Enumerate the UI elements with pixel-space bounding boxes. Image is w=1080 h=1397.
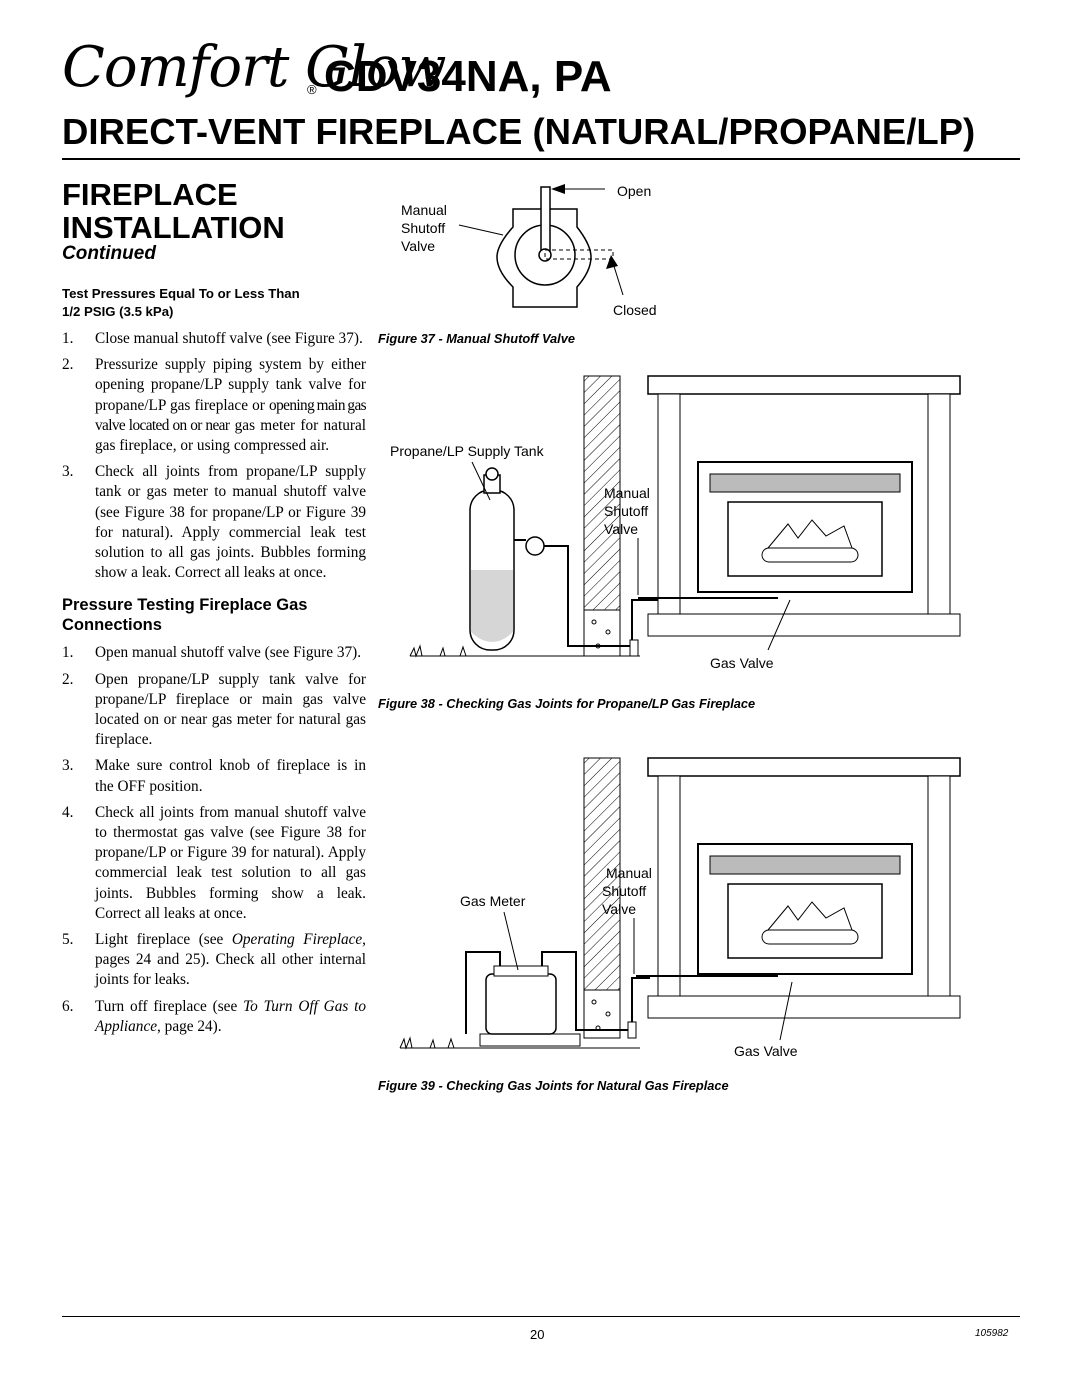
tank-liquid xyxy=(471,570,513,642)
leader-line xyxy=(471,461,491,501)
registered-mark: ® xyxy=(307,82,317,97)
mantel-shelf xyxy=(647,375,961,395)
footer-divider xyxy=(62,1316,1020,1317)
valve-label-line1: Manual xyxy=(606,865,652,881)
test-pressures-steps: 1. Close manual shutoff valve (see Figur… xyxy=(62,329,367,583)
cross-reference: To Turn Off Gas to Appliance xyxy=(95,997,366,1035)
pipe-fitting xyxy=(629,639,639,657)
figure-37-manual-shutoff-valve: Manual Shutoff Valve Open Closed Figure … xyxy=(378,175,685,346)
leader-line xyxy=(779,981,793,1041)
open-arrow-head xyxy=(551,184,565,194)
supply-piping xyxy=(465,951,650,1034)
valve-label-line1: Manual xyxy=(604,485,650,501)
valve-label-line1: Manual xyxy=(401,202,447,218)
gas-meter-label: Gas Meter xyxy=(460,893,526,909)
mantel-right-pilaster xyxy=(927,775,951,997)
list-item: 5. Light fireplace (see Operating Firepl… xyxy=(62,931,366,989)
aggregate-mark xyxy=(605,1011,611,1017)
pressure-testing-steps: 1. Open manual shutoff valve (see Figure… xyxy=(62,643,366,1037)
figure-39-natural-gas-fireplace: Gas Meter Manual Shutoff Valve Gas Valve… xyxy=(378,752,980,1093)
leader-line xyxy=(503,911,519,971)
open-label: Open xyxy=(617,183,651,199)
log-grate xyxy=(761,547,859,563)
figure-39-caption: Figure 39 - Checking Gas Joints for Natu… xyxy=(378,1078,729,1093)
list-item: 1. Close manual shutoff valve (see Figur… xyxy=(62,330,363,347)
valve-label-line3: Valve xyxy=(401,238,435,254)
fireplace-louver xyxy=(709,473,901,493)
brand-row: Comfort Glow ® CDV34NA, PA xyxy=(62,30,762,110)
gas-valve-label: Gas Valve xyxy=(734,1043,798,1059)
aggregate-mark xyxy=(605,629,611,635)
valve-handle-closed xyxy=(544,249,614,260)
tank-valve-handwheel xyxy=(485,467,499,481)
valve-label-line2: Shutoff xyxy=(401,220,445,236)
instructions-column: Test Pressures Equal To or Less Than 1/2… xyxy=(62,285,367,1043)
test-pressures-heading: Test Pressures Equal To or Less Than 1/2… xyxy=(62,286,300,319)
list-item: 4. Check all joints from manual shutoff … xyxy=(62,803,366,922)
list-item: 2. Open propane/LP supply tank valve for… xyxy=(62,670,366,749)
document-number: 105982 xyxy=(975,1328,1009,1339)
header-divider xyxy=(62,158,1020,160)
leader-line xyxy=(767,599,791,651)
gas-meter xyxy=(485,973,557,1035)
hearth-floor xyxy=(647,995,961,1019)
aggregate-mark xyxy=(591,999,597,1005)
regulator xyxy=(525,536,545,556)
section-title-line1: FIREPLACE xyxy=(62,177,238,212)
list-item: 2. Pressurize supply piping system by ei… xyxy=(62,356,367,455)
gas-logs xyxy=(766,519,853,549)
gas-logs xyxy=(766,901,853,931)
list-item: 3. Make sure control knob of fireplace i… xyxy=(62,757,366,795)
document-title: DIRECT-VENT FIREPLACE (NATURAL/PROPANE/L… xyxy=(62,111,976,152)
page-number: 20 xyxy=(530,1327,545,1342)
valve-label-line3: Valve xyxy=(602,901,636,917)
mantel-left-pilaster xyxy=(657,393,681,615)
mantel-right-pilaster xyxy=(927,393,951,615)
list-item: 6. Turn off fireplace (see To Turn Off G… xyxy=(62,997,366,1035)
figure-38-propane-fireplace: Propane/LP Supply Tank Manual Shutoff Va… xyxy=(378,370,980,711)
hearth-floor xyxy=(647,613,961,637)
brand-logo: Comfort Glow xyxy=(62,35,446,100)
closed-arrow-line xyxy=(612,262,624,296)
closed-arrow-head xyxy=(606,255,618,269)
grass-marks xyxy=(409,644,467,658)
model-number: CDV34NA, PA xyxy=(324,52,612,101)
leader-line xyxy=(458,224,504,236)
valve-label-line2: Shutoff xyxy=(604,503,648,519)
concrete-foundation xyxy=(583,609,621,657)
mantel-left-pilaster xyxy=(657,775,681,997)
propane-diagram: Propane/LP Supply Tank Manual Shutoff Va… xyxy=(390,375,961,671)
aggregate-mark xyxy=(591,619,597,625)
natural-gas-diagram: Gas Meter Manual Shutoff Valve Gas Valve xyxy=(399,757,961,1059)
fireplace-louver xyxy=(709,855,901,875)
propane-tank-label: Propane/LP Supply Tank xyxy=(390,443,545,459)
section-title-line2: INSTALLATION xyxy=(62,210,285,245)
mantel-shelf xyxy=(647,757,961,777)
figure-38-caption: Figure 38 - Checking Gas Joints for Prop… xyxy=(378,696,756,711)
wall-section xyxy=(583,375,621,611)
gas-meter-top xyxy=(493,965,549,977)
log-grate xyxy=(761,929,859,945)
section-title: FIREPLACE INSTALLATION xyxy=(62,178,285,244)
continued-label: Continued xyxy=(62,243,156,264)
valve-diagram: Manual Shutoff Valve Open Closed xyxy=(401,183,657,318)
list-item: 3. Check all joints from propane/LP supp… xyxy=(62,463,366,582)
gas-valve-label: Gas Valve xyxy=(710,655,774,671)
valve-label-line3: Valve xyxy=(604,521,638,537)
pressure-testing-heading: Pressure Testing Fireplace Gas Connectio… xyxy=(62,596,308,635)
pipe-fitting xyxy=(627,1021,637,1039)
meter-pad xyxy=(479,1033,581,1047)
valve-label-line2: Shutoff xyxy=(602,883,646,899)
figure-37-caption: Figure 37 - Manual Shutoff Valve xyxy=(378,331,575,346)
grass-marks xyxy=(399,1036,455,1050)
valve-handle-open xyxy=(540,186,551,256)
cross-reference: Operating Fireplace xyxy=(231,931,363,949)
closed-label: Closed xyxy=(613,302,657,318)
wall-section xyxy=(583,757,621,991)
list-item: 1. Open manual shutoff valve (see Figure… xyxy=(62,644,362,662)
